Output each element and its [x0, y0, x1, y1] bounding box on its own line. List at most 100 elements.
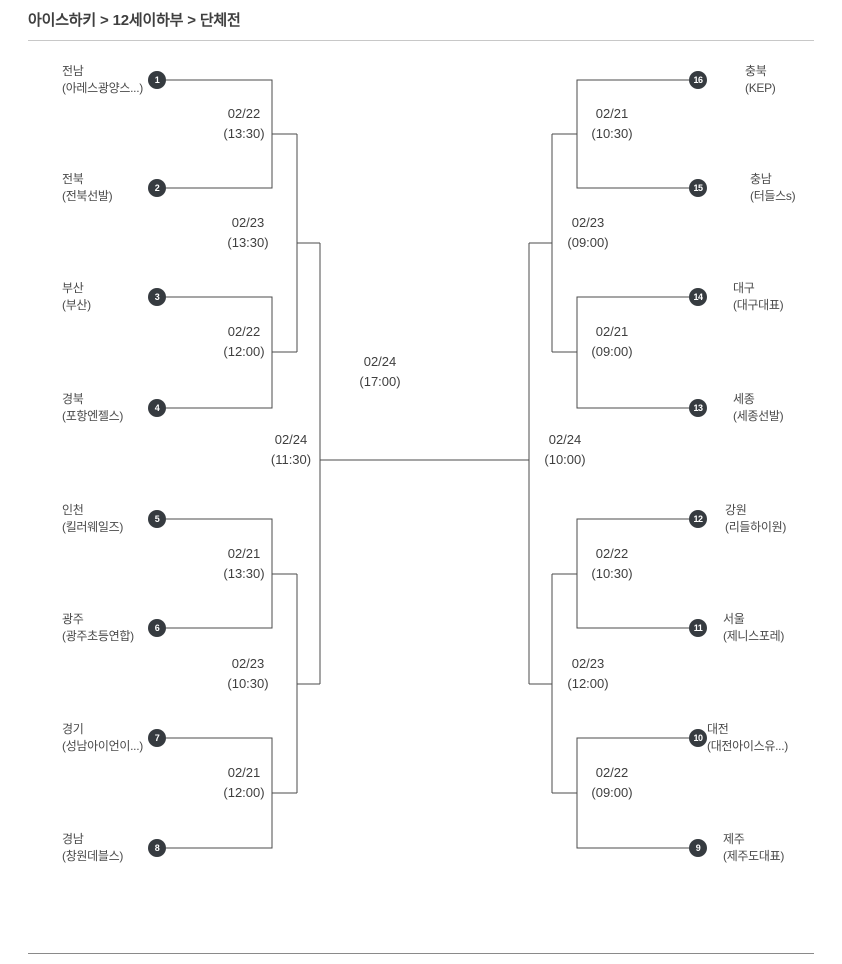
team-label-seed-1: 전남 (아레스광양스...)	[62, 63, 143, 97]
team-region: 경북	[62, 392, 84, 406]
team-club: (아레스광양스...)	[62, 81, 143, 95]
team-region: 인천	[62, 503, 84, 517]
match-date-line: 02/22	[227, 324, 261, 339]
match-time-line: (10:00)	[544, 452, 586, 467]
match-datetime-right-r1-m1: 02/21 (10:30)	[577, 104, 647, 144]
team-label-seed-4: 경북 (포항엔젤스)	[62, 391, 123, 425]
match-date-line: 02/24	[363, 354, 397, 369]
team-club: (대구대표)	[733, 298, 784, 312]
team-region: 경남	[62, 832, 84, 846]
match-date-line: 02/22	[227, 106, 261, 121]
team-club: (전북선발)	[62, 189, 113, 203]
breadcrumb: 아이스하키>12세이하부>단체전	[28, 9, 241, 30]
match-date-line: 02/23	[571, 656, 605, 671]
seed-badge-2: 2	[148, 179, 166, 197]
match-time-line: (10:30)	[591, 566, 633, 581]
team-club: (부산)	[62, 298, 91, 312]
team-region: 대구	[733, 281, 755, 295]
seed-badge-6: 6	[148, 619, 166, 637]
match-datetime-left-semifinal: 02/24 (11:30)	[256, 430, 326, 470]
match-date-line: 02/23	[571, 215, 605, 230]
team-label-seed-12: 강원 (리들하이원)	[725, 502, 786, 536]
match-datetime-right-r1-m4: 02/22 (09:00)	[577, 763, 647, 803]
match-date-line: 02/24	[274, 432, 308, 447]
connector-right-qf-bottom	[529, 574, 553, 793]
team-club: (터들스s)	[750, 189, 796, 203]
match-time-line: (09:00)	[567, 235, 609, 250]
team-label-seed-15: 충남 (터들스s)	[750, 171, 796, 205]
match-date-line: 02/22	[595, 546, 629, 561]
breadcrumb-division: 12세이하부	[112, 12, 184, 29]
seed-badge-5: 5	[148, 510, 166, 528]
match-time-line: (12:00)	[223, 785, 265, 800]
team-label-seed-8: 경남 (창원데블스)	[62, 831, 123, 865]
team-region: 경기	[62, 722, 84, 736]
match-time-line: (11:30)	[270, 452, 312, 467]
seed-badge-13: 13	[689, 399, 707, 417]
breadcrumb-separator: >	[100, 12, 109, 29]
team-club: (리들하이원)	[725, 520, 787, 534]
match-datetime-left-r1-m3: 02/21 (13:30)	[209, 544, 279, 584]
team-region: 전북	[62, 172, 84, 186]
breadcrumb-separator: >	[187, 12, 196, 29]
team-label-seed-13: 세종 (세종선발)	[733, 391, 784, 425]
team-club: (킬러웨일즈)	[62, 520, 124, 534]
match-date-line: 02/24	[548, 432, 582, 447]
team-region: 대전	[707, 722, 729, 736]
match-time-line: (13:30)	[223, 566, 265, 581]
connector-left-qf-bottom	[296, 574, 320, 793]
match-date-line: 02/23	[231, 656, 265, 671]
team-label-seed-10: 대전 (대전아이스유...)	[707, 721, 788, 755]
connector-left-qf-top	[296, 134, 320, 352]
match-datetime-final: 02/24 (17:00)	[345, 352, 415, 392]
seed-badge-3: 3	[148, 288, 166, 306]
team-club: (KEP)	[745, 81, 776, 95]
match-time-line: (09:00)	[591, 344, 633, 359]
match-datetime-left-r1-m1: 02/22 (13:30)	[209, 104, 279, 144]
match-date-line: 02/21	[595, 324, 629, 339]
team-club: (포항엔젤스)	[62, 409, 124, 423]
team-label-seed-7: 경기 (성남아이언이...)	[62, 721, 143, 755]
team-label-seed-14: 대구 (대구대표)	[733, 280, 784, 314]
match-date-line: 02/21	[227, 765, 261, 780]
seed-badge-1: 1	[148, 71, 166, 89]
team-region: 광주	[62, 612, 84, 626]
match-datetime-right-qf-top: 02/23 (09:00)	[553, 213, 623, 253]
match-datetime-right-r1-m3: 02/22 (10:30)	[577, 544, 647, 584]
match-date-line: 02/23	[231, 215, 265, 230]
match-datetime-left-r1-m4: 02/21 (12:00)	[209, 763, 279, 803]
seed-badge-7: 7	[148, 729, 166, 747]
seed-badge-14: 14	[689, 288, 707, 306]
match-time-line: (10:30)	[227, 676, 269, 691]
match-date-line: 02/21	[595, 106, 629, 121]
match-datetime-right-semifinal: 02/24 (10:00)	[530, 430, 600, 470]
team-label-seed-5: 인천 (킬러웨일즈)	[62, 502, 123, 536]
breadcrumb-event: 단체전	[199, 12, 241, 29]
seed-badge-4: 4	[148, 399, 166, 417]
match-time-line: (10:30)	[591, 126, 633, 141]
match-time-line: (12:00)	[223, 344, 265, 359]
team-region: 부산	[62, 281, 84, 295]
seed-badge-16: 16	[689, 71, 707, 89]
seed-badge-10: 10	[689, 729, 707, 747]
match-date-line: 02/21	[227, 546, 261, 561]
team-club: (광주초등연합)	[62, 629, 134, 643]
header-divider	[28, 40, 814, 41]
match-time-line: (12:00)	[567, 676, 609, 691]
footer-divider	[28, 953, 814, 954]
team-club: (세종선발)	[733, 409, 784, 423]
team-region: 세종	[733, 392, 755, 406]
team-label-seed-16: 충북 (KEP)	[745, 63, 776, 97]
match-time-line: (17:00)	[359, 374, 401, 389]
match-time-line: (13:30)	[223, 126, 265, 141]
seed-badge-8: 8	[148, 839, 166, 857]
team-label-seed-3: 부산 (부산)	[62, 280, 91, 314]
team-region: 충북	[745, 64, 767, 78]
match-datetime-left-qf-bottom: 02/23 (10:30)	[213, 654, 283, 694]
team-club: (성남아이언이...)	[62, 739, 143, 753]
match-datetime-right-r1-m2: 02/21 (09:00)	[577, 322, 647, 362]
team-region: 충남	[750, 172, 772, 186]
seed-badge-15: 15	[689, 179, 707, 197]
